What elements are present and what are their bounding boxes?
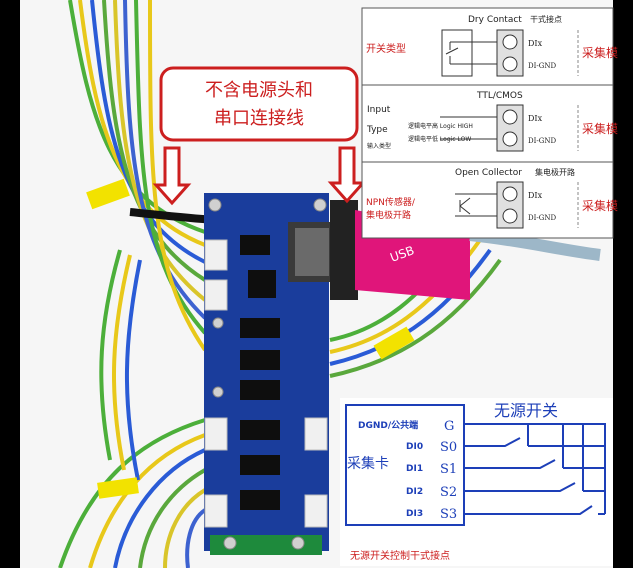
passive-switch-title: 无源开关: [494, 401, 558, 420]
down-arrow-icon: [327, 146, 367, 204]
di-gnd-label: DI-GND: [528, 137, 556, 145]
pcb-connectors: [204, 239, 328, 528]
callout-line-2: 串口连接线: [214, 108, 304, 129]
pcb-screws: [208, 198, 327, 550]
yellow-zip-tie: [86, 178, 130, 210]
yellow-zip-tie: [97, 477, 139, 499]
pin-s0: S0: [440, 440, 457, 455]
logic-high-label: 逻辑电平高 Logic HIGH: [408, 122, 473, 130]
dry-contact-title: Dry Contact: [468, 15, 522, 25]
wiring-diagram: 无源开关 采集卡 DGND/公共端 G DI0 S0 DI1 S1 DI2 S2…: [340, 398, 613, 566]
diagram-caption: 无源开关控制干式接点: [350, 549, 450, 562]
open-collector-title: Open Collector: [455, 168, 522, 178]
di-gnd-label: DI-GND: [528, 214, 556, 222]
di-x-label: DIx: [528, 191, 543, 200]
yellow-zip-tie: [373, 326, 415, 360]
pin-g: G: [444, 419, 454, 434]
type-label: Type: [366, 125, 388, 135]
callout-box: [159, 66, 359, 142]
npn-label-1: NPN传感器/: [366, 196, 416, 208]
collect-module-label: 采集模: [582, 45, 618, 60]
pin-label-di3: DI3: [406, 509, 423, 519]
callout-line-1: 不含电源头和: [205, 80, 313, 101]
pin-s1: S1: [440, 462, 457, 477]
pcb-chips: [240, 235, 280, 510]
di-x-labels: DIx DI-GND DIx DI-GND DIx DI-GND: [528, 39, 556, 222]
input-cn-label: 输入类型: [367, 142, 391, 150]
pin-label-g: DGND/公共端: [358, 419, 418, 431]
collect-module-label: 采集模: [582, 121, 618, 136]
di-gnd-label: DI-GND: [528, 62, 556, 70]
npn-label-2: 集电极开路: [366, 209, 411, 221]
pin-label-di2: DI2: [406, 487, 423, 497]
dry-contact-cn: 干式接点: [530, 14, 562, 24]
switch-type-label: 开关类型: [366, 42, 406, 55]
input-type-panel: Dry Contact 干式接点 开关类型 TTL/CMOS Input Typ…: [361, 7, 618, 239]
di-x-label: DIx: [528, 39, 543, 48]
logic-low-label: 逻辑电平低 Logic LOW: [408, 135, 471, 143]
ttl-cmos-title: TTL/CMOS: [476, 91, 523, 101]
pin-s3: S3: [440, 507, 457, 522]
card-label: 采集卡: [347, 455, 389, 472]
switch-wiring: [464, 423, 606, 515]
di-x-label: DIx: [528, 114, 543, 123]
collect-module-label: 采集模: [582, 198, 618, 213]
pin-label-di1: DI1: [406, 464, 423, 474]
pin-label-di0: DI0: [406, 442, 423, 452]
open-collector-cn: 集电极开路: [535, 167, 575, 177]
pin-s2: S2: [440, 485, 457, 500]
down-arrow-icon: [152, 146, 192, 206]
input-label: Input: [367, 105, 391, 115]
